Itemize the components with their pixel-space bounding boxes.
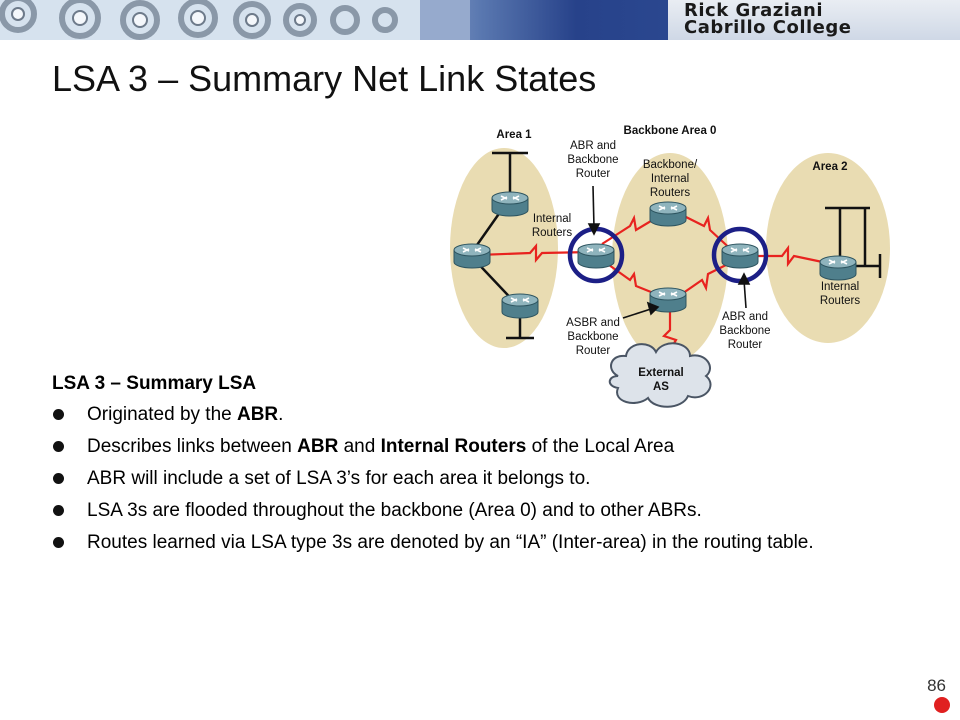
cable-photo-decoration <box>0 0 470 40</box>
area1-internal-router-top <box>491 191 529 217</box>
area1-internal-label-2: Routers <box>532 227 573 239</box>
bullet-item: Describes links between ABR and Internal… <box>52 435 882 459</box>
slide-title: LSA 3 – Summary Net Link States <box>52 58 597 99</box>
bullet-list: Originated by the ABR. Describes links be… <box>52 403 882 555</box>
backbone-internal-label-3: Routers <box>650 187 691 199</box>
abr-left-label-3: Router <box>576 168 611 180</box>
page-number: 86 <box>927 676 946 695</box>
area-1-label: Area 1 <box>496 129 532 141</box>
bullet-emphasis: ABR <box>236 404 279 425</box>
bullet-text: Describes links between <box>87 436 298 457</box>
section-heading: LSA 3 – Summary LSA <box>52 373 257 394</box>
area1-internal-router-bottom <box>501 293 539 319</box>
bullet-text: . <box>278 404 284 425</box>
bullet-item: ABR will include a set of LSA 3’s for ea… <box>52 467 882 491</box>
external-as-cloud <box>608 342 712 408</box>
asbr-label-1: ASBR and <box>566 317 620 329</box>
area2-internal-label-2: Routers <box>820 295 861 307</box>
abr-backbone-router-left <box>577 243 615 269</box>
backbone-internal-label-2: Internal <box>651 173 689 185</box>
abr-right-label-2: Backbone <box>719 325 770 337</box>
bullet-dot-icon <box>53 441 64 452</box>
bullet-text: of the Local Area <box>526 436 675 457</box>
bullet-dot-icon <box>53 409 64 420</box>
external-as-label-2: AS <box>653 381 669 393</box>
area-2-region <box>766 153 890 343</box>
asbr-label-3: Router <box>576 345 611 357</box>
brand-name: Rick Graziani <box>684 0 824 21</box>
abr-right-label-3: Router <box>728 339 763 351</box>
area1-internal-label-1: Internal <box>533 213 571 225</box>
area2-internal-label-1: Internal <box>821 281 859 293</box>
external-as-label-1: External <box>638 367 683 379</box>
slide-body: LSA 3 – Summary LSA Originated by the AB… <box>52 373 882 563</box>
abr-left-label-2: Backbone <box>567 154 618 166</box>
bullet-emphasis: ABR <box>297 436 339 457</box>
bullet-item: LSA 3s are flooded throughout the backbo… <box>52 499 882 523</box>
backbone-area-label: Backbone Area 0 <box>624 125 717 137</box>
bullet-text: LSA 3s are flooded throughout the backbo… <box>87 500 702 521</box>
bullet-text: and <box>338 436 381 457</box>
asbr-label-2: Backbone <box>567 331 618 343</box>
abr-right-label-1: ABR and <box>722 311 768 323</box>
abr-backbone-router-right <box>721 243 759 269</box>
backbone-internal-label-1: Backbone/ <box>643 159 698 171</box>
backbone-area-region <box>612 153 728 363</box>
brand-plate <box>668 0 960 40</box>
bullet-text: Originated by the <box>87 404 237 425</box>
bullet-text: Routes learned via LSA type 3s are denot… <box>87 532 814 553</box>
bullet-emphasis: Internal Routers <box>380 436 527 457</box>
brand-institution: Cabrillo College <box>684 17 852 38</box>
bullet-dot-icon <box>53 537 64 548</box>
bullet-text: ABR will include a set of LSA 3’s for ea… <box>87 468 591 489</box>
bullet-item: Originated by the ABR. <box>52 403 882 427</box>
abr-left-label-1: ABR and <box>570 140 616 152</box>
backbone-internal-router <box>649 201 687 227</box>
bullet-item: Routes learned via LSA type 3s are denot… <box>52 531 882 555</box>
bullet-dot-icon <box>53 473 64 484</box>
bullet-dot-icon <box>53 505 64 516</box>
ospf-area-diagram: Area 1 Backbone Area 0 Area 2 ABR and Ba… <box>450 125 890 408</box>
area-2-label: Area 2 <box>812 161 847 173</box>
area1-internal-router-left <box>453 243 491 269</box>
slide-marker-dot <box>934 697 950 713</box>
header-banner: Rick Graziani Cabrillo College <box>0 0 960 40</box>
area2-internal-router <box>819 255 857 281</box>
